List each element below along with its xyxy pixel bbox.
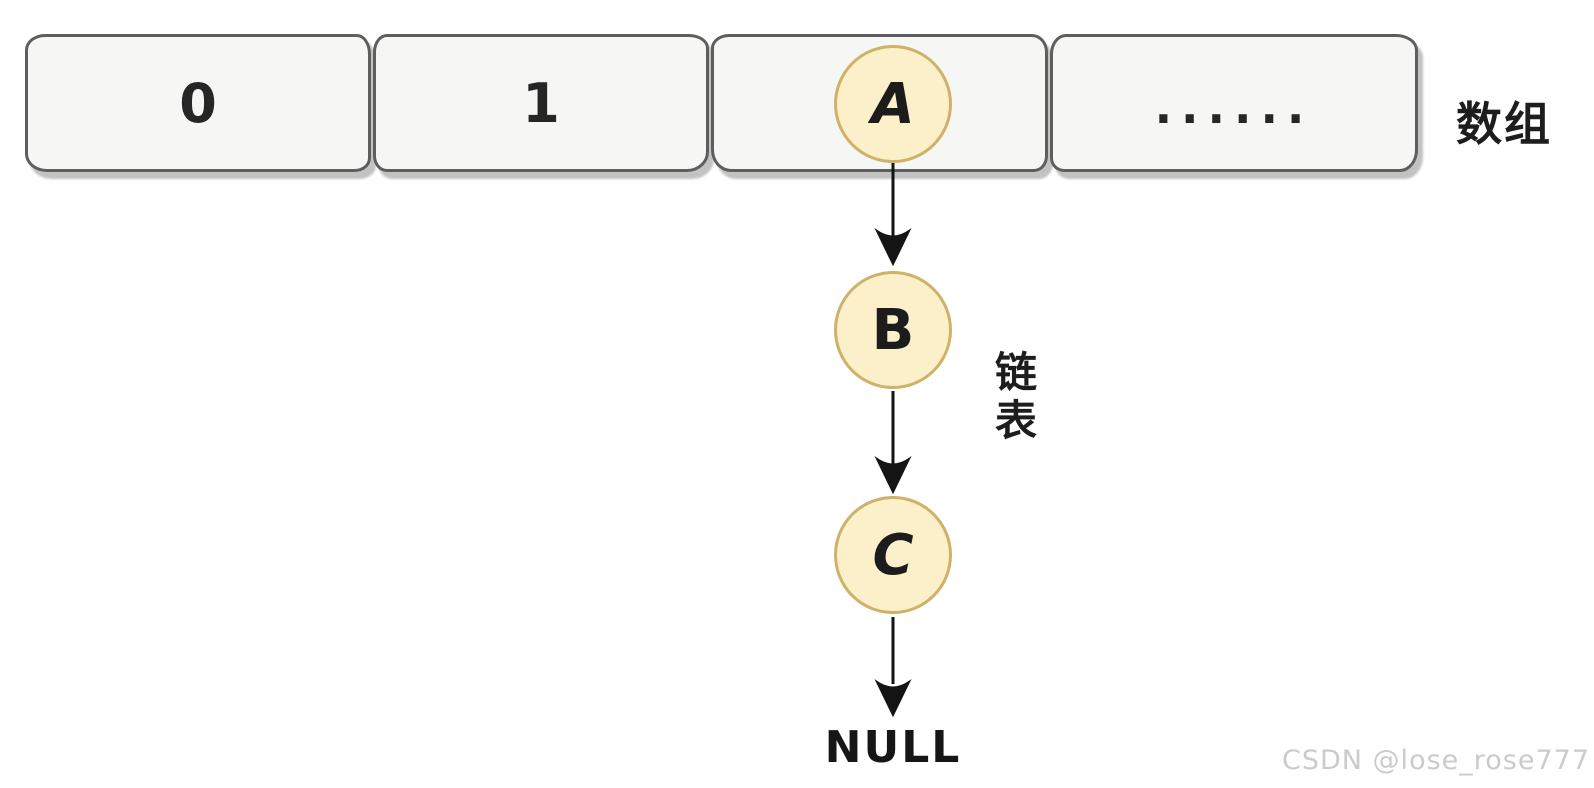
list-node-b-label: B xyxy=(871,297,915,363)
array-cell-1: 1 xyxy=(373,34,709,172)
arrow-a-to-b xyxy=(874,160,912,267)
array-cell-0: 0 xyxy=(25,34,371,172)
array-cell-0-label: 0 xyxy=(179,71,217,135)
list-node-c-label: C xyxy=(872,522,914,588)
linked-list-label: 链表 xyxy=(994,348,1037,446)
array-cell-3: ...... xyxy=(1050,34,1418,172)
list-node-a: A xyxy=(834,45,952,163)
array-cell-1-label: 1 xyxy=(522,71,560,135)
list-node-b: B xyxy=(834,271,952,389)
array-cell-ellipsis-label: ...... xyxy=(1154,80,1314,134)
array-label: 数组 xyxy=(1456,97,1552,151)
list-node-a-label: A xyxy=(871,71,915,137)
csdn-watermark: CSDN @lose_rose777 xyxy=(1282,745,1590,776)
arrow-b-to-c xyxy=(874,391,912,495)
null-terminator-label: NULL xyxy=(824,722,962,773)
list-node-c: C xyxy=(834,496,952,614)
arrow-c-to-null xyxy=(874,617,912,718)
